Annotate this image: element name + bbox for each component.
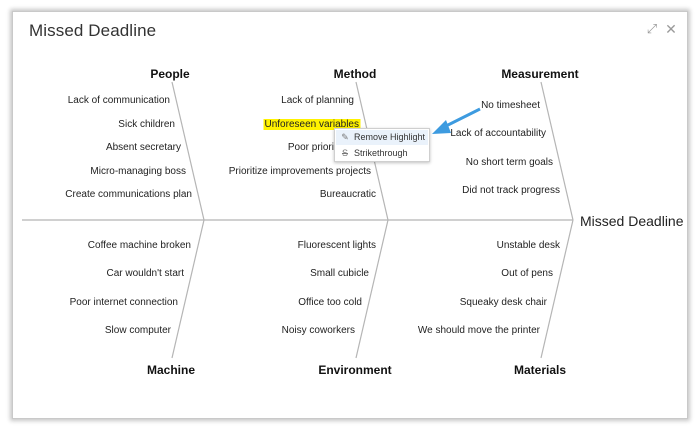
category-people[interactable]: People (150, 67, 190, 81)
cause-item[interactable]: Poor internet connection (69, 297, 178, 308)
cause-item[interactable]: Fluorescent lights (297, 240, 376, 251)
cause-item[interactable]: Lack of communication (67, 95, 170, 106)
cause-item[interactable]: Did not track progress (462, 185, 560, 196)
cause-item[interactable]: Squeaky desk chair (459, 297, 547, 308)
cause-item[interactable]: No short term goals (465, 157, 553, 168)
cause-item[interactable]: Noisy coworkers (281, 325, 355, 336)
fishbone-window: Missed Deadline ⤢ ✕ (12, 11, 688, 419)
cause-item[interactable]: Bureaucratic (319, 189, 376, 200)
cause-item[interactable]: Coffee machine broken (87, 240, 191, 251)
bone-measurement (540, 81, 574, 221)
strikethrough-menu-item[interactable]: S Strikethrough (336, 146, 428, 161)
cause-item[interactable]: Lack of accountability (450, 128, 546, 139)
marker-icon: ✎ (341, 132, 349, 142)
cause-item[interactable]: We should move the printer (417, 325, 540, 336)
annotation-arrow-icon (432, 107, 481, 134)
cause-item[interactable]: Small cubicle (310, 268, 369, 279)
cause-item[interactable]: Prioritize improvements projects (228, 166, 371, 177)
category-environment[interactable]: Environment (318, 363, 392, 377)
menu-item-label: Strikethrough (354, 148, 408, 158)
remove-highlight-menu-item[interactable]: ✎ Remove Highlight (336, 130, 428, 145)
context-menu: ✎ Remove Highlight S Strikethrough (334, 128, 430, 162)
cause-item[interactable]: Lack of planning (281, 95, 354, 106)
cause-item[interactable]: Micro-managing boss (90, 166, 186, 177)
bone-machine (171, 219, 205, 359)
category-measurement[interactable]: Measurement (501, 67, 579, 81)
menu-item-label: Remove Highlight (354, 132, 426, 142)
cause-item[interactable]: Create communications plan (65, 189, 192, 200)
bone-environment (355, 219, 389, 359)
cause-item[interactable]: Out of pens (501, 268, 553, 279)
expand-icon[interactable]: ⤢ (646, 21, 658, 36)
category-method[interactable]: Method (333, 67, 377, 81)
cause-item[interactable]: Car wouldn't start (106, 268, 185, 279)
cause-item[interactable]: No timesheet (481, 100, 540, 111)
cause-item[interactable]: Slow computer (104, 325, 171, 336)
cause-item[interactable]: Office too cold (298, 297, 362, 308)
bone-people (171, 81, 205, 221)
strikethrough-icon: S (341, 148, 348, 158)
category-machine[interactable]: Machine (146, 363, 196, 377)
category-materials[interactable]: Materials (513, 363, 567, 377)
window-title: Missed Deadline (29, 21, 157, 40)
cause-item-highlighted[interactable]: Unforeseen variables (263, 119, 360, 130)
bone-materials (540, 219, 574, 359)
cause-item[interactable]: Absent secretary (105, 142, 181, 153)
cause-item[interactable]: Sick children (118, 119, 175, 130)
fishbone-head-label[interactable]: Missed Deadline (580, 213, 684, 229)
close-icon[interactable]: ✕ (665, 21, 677, 37)
cause-item[interactable]: Unstable desk (496, 240, 560, 251)
cause-item[interactable]: Poor priori (287, 142, 334, 153)
